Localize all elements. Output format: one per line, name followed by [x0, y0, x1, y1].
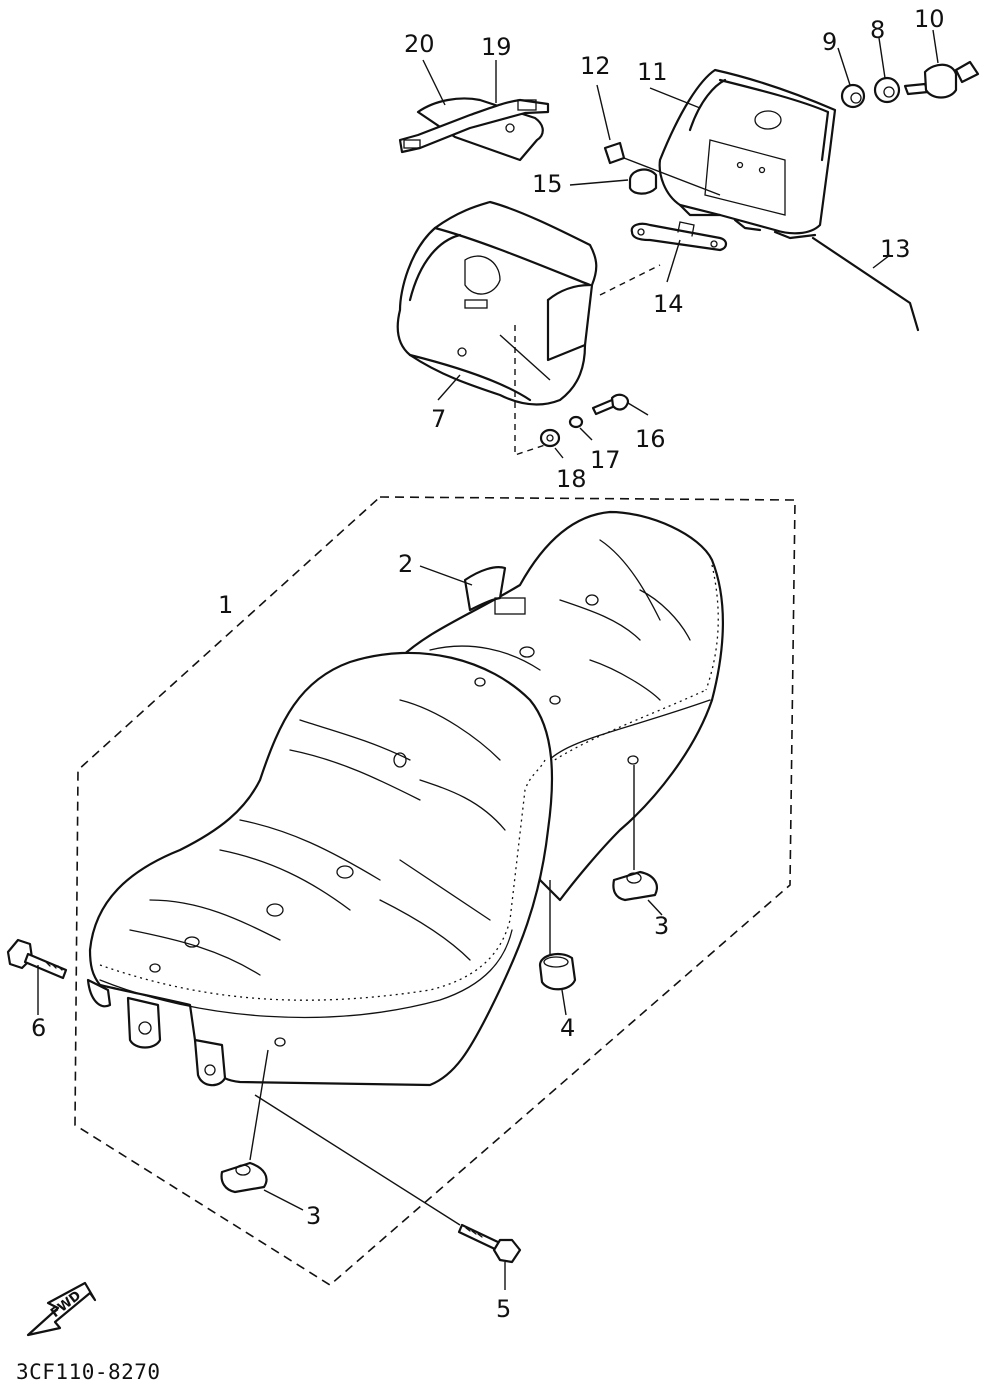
seat-part-1	[86, 510, 724, 1087]
washer-18	[539, 428, 564, 459]
callout-20: 20	[404, 30, 435, 58]
diagram-code: 3CF110-8270	[16, 1360, 161, 1384]
callout-4: 4	[560, 1014, 575, 1042]
seat-bracket-3-right	[612, 765, 663, 916]
lock-parts-8-9-10	[837, 29, 980, 109]
washer-17	[568, 415, 593, 441]
callout-6: 6	[31, 1014, 46, 1042]
screw-16	[591, 393, 649, 416]
fwd-arrow-icon: FWD	[26, 1281, 97, 1337]
bracket-14	[630, 221, 728, 283]
seat-damper-4	[538, 880, 577, 1016]
callout-17: 17	[590, 446, 621, 474]
callout-18: 18	[556, 465, 587, 493]
callout-2: 2	[398, 550, 413, 578]
callout-16: 16	[635, 425, 666, 453]
tail-tray-11	[649, 68, 837, 240]
bolt-6	[6, 938, 68, 1015]
callout-10: 10	[914, 5, 945, 33]
callout-3-left: 3	[306, 1202, 321, 1230]
callout-11: 11	[637, 58, 668, 86]
callout-8: 8	[870, 16, 885, 44]
callout-14: 14	[653, 290, 684, 318]
rod-13	[811, 236, 920, 332]
callout-5: 5	[496, 1295, 511, 1323]
seat-bracket-3-left	[220, 1049, 304, 1211]
callout-3-right: 3	[654, 912, 669, 940]
tail-box-7	[396, 200, 661, 456]
callout-9: 9	[822, 28, 837, 56]
callout-19: 19	[481, 33, 512, 61]
callout-1: 1	[218, 591, 233, 619]
cushion-12	[596, 84, 721, 196]
callout-15: 15	[532, 170, 563, 198]
bolt-5	[254, 1094, 522, 1290]
callout-12: 12	[580, 52, 611, 80]
strap-cover-19-20	[398, 59, 550, 162]
cap-nut-15	[569, 168, 658, 195]
callout-7: 7	[431, 405, 446, 433]
callout-13: 13	[880, 235, 911, 263]
